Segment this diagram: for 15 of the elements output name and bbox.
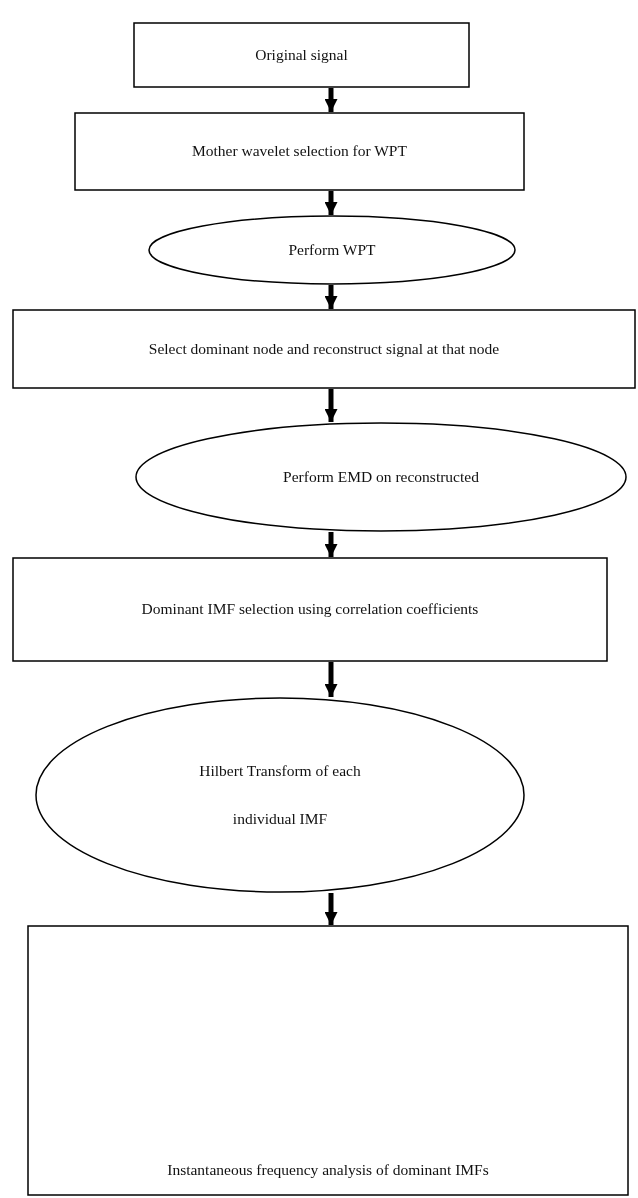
node-label: Perform WPT: [288, 239, 376, 260]
arrow: [324, 191, 338, 215]
node-label: Dominant IMF selection using correlation coefficients: [141, 599, 479, 620]
node-label: Original signal: [255, 44, 348, 65]
arrow: [324, 88, 338, 112]
node-label: Instantaneous frequency analysis of dominant IMFs: [167, 1160, 489, 1181]
arrow: [324, 532, 338, 557]
node-label: Hilbert Transform of each individual IMF: [198, 760, 362, 829]
arrow: [324, 893, 338, 925]
node-label: Mother wavelet selection for WPT: [192, 141, 407, 162]
node-label: Perform EMD on reconstructed: [283, 466, 479, 487]
arrow: [324, 662, 338, 697]
arrow: [324, 285, 338, 309]
node-label: Select dominant node and reconstruct signal at that node: [148, 338, 500, 359]
arrow: [324, 389, 338, 422]
